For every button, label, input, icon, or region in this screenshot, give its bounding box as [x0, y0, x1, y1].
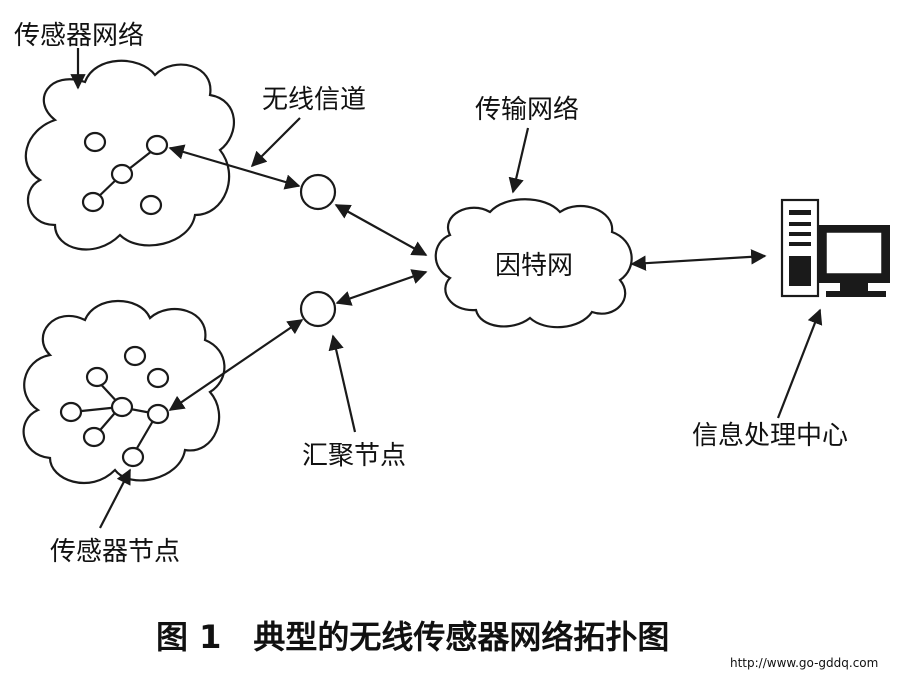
- sensor-network-cloud-top: [24, 59, 235, 251]
- sensor-node: [121, 446, 145, 468]
- sensor-node: [145, 134, 169, 156]
- sensor-node: [139, 194, 163, 216]
- label-wireless-channel: 无线信道: [262, 85, 366, 115]
- sensor-node: [146, 403, 170, 425]
- sink-node-bottom: [299, 290, 337, 328]
- sensor-node: [123, 345, 147, 367]
- sink-node-top: [299, 173, 337, 211]
- sensor-node: [82, 426, 106, 448]
- label-internet: 因特网: [495, 251, 573, 281]
- internet-cloud: [434, 198, 633, 329]
- link-sensor-bottom-to-sink: [168, 319, 304, 411]
- pointer-sensor-node: [99, 468, 131, 529]
- label-transport-network: 传输网络: [475, 95, 579, 125]
- sensor-node: [110, 396, 134, 418]
- sensor-node: [59, 401, 83, 423]
- label-info-center: 信息处理中心: [692, 421, 848, 451]
- link-sensor-top-to-sink: [168, 144, 301, 190]
- link-sink-bottom-to-internet: [335, 269, 428, 306]
- sensor-node: [85, 366, 109, 388]
- label-sensor-network: 传感器网络: [14, 21, 144, 51]
- pointer-transport-network: [508, 127, 530, 194]
- sensor-node: [110, 163, 134, 185]
- pointer-wireless-channel: [250, 117, 301, 168]
- link-sink-top-to-internet: [334, 204, 428, 256]
- sensor-node: [81, 191, 105, 213]
- watermark-url: http://www.go-gddq.com: [730, 656, 878, 670]
- label-sink-node: 汇聚节点: [302, 441, 406, 471]
- sensor-node: [146, 367, 170, 389]
- pointer-info-center: [776, 308, 823, 419]
- label-sensor-node: 传感器节点: [50, 537, 180, 567]
- sensor-node: [83, 131, 107, 153]
- link-internet-to-center: [630, 249, 767, 271]
- pointer-sink-node: [328, 334, 357, 433]
- figure-caption: 图 1 典型的无线传感器网络拓扑图: [156, 618, 669, 656]
- computer-icon: [780, 198, 890, 298]
